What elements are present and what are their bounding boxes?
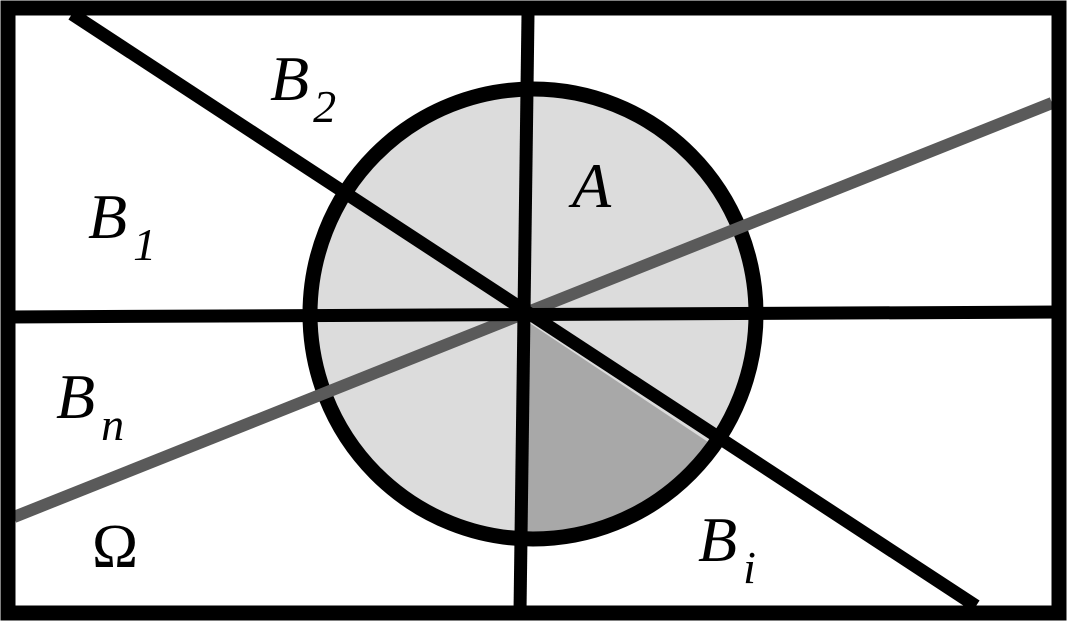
label-omega: Ω	[92, 513, 138, 581]
label-a: A	[568, 150, 612, 221]
intersection-sector	[522, 318, 711, 539]
label-b2: B2	[270, 43, 336, 132]
partition-line-horizontal	[7, 305, 1061, 324]
